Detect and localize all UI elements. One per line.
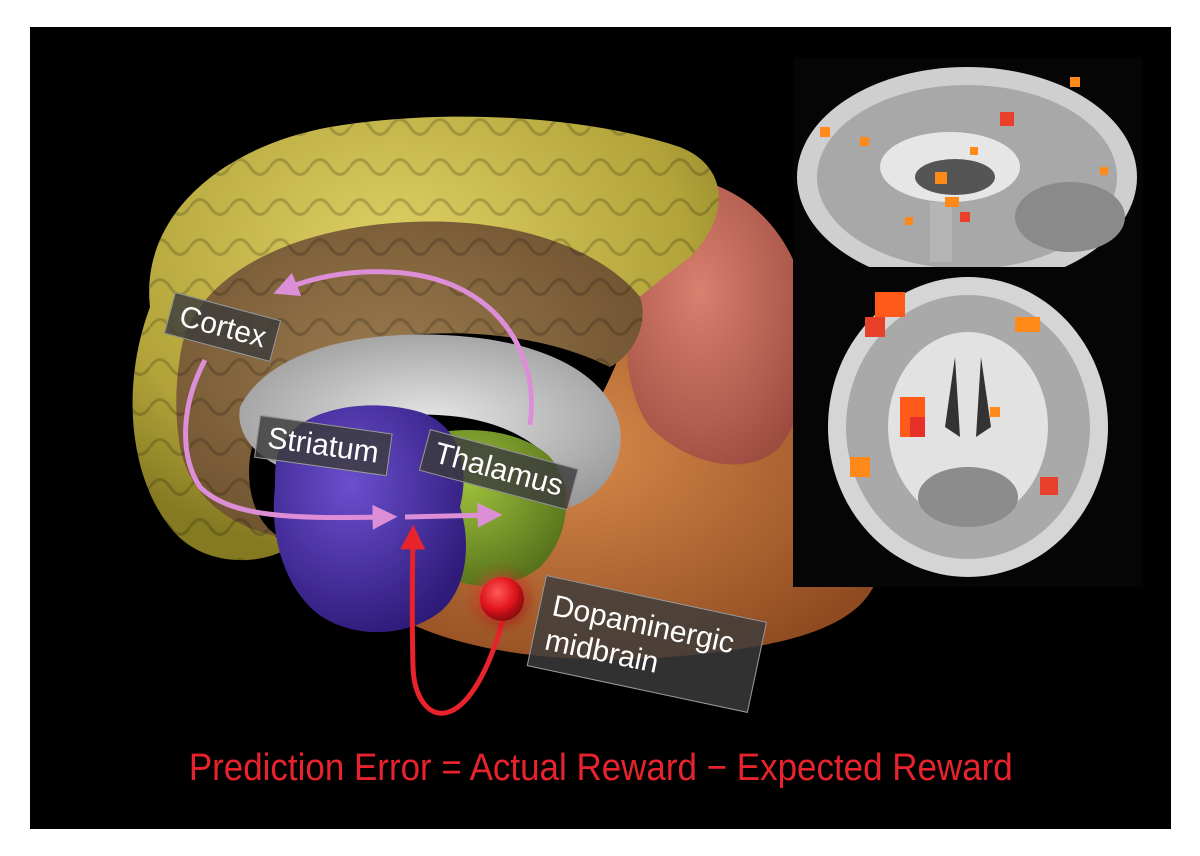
- arrow-cortex-to-striatum: [183, 358, 398, 530]
- brain-illustration: [132, 57, 1143, 716]
- mri-axial: [793, 267, 1143, 587]
- arrow-striatum-to-thalamus: [404, 502, 503, 528]
- red-dot-icon: [480, 577, 524, 621]
- equation-text: Prediction Error = Actual Reward − Expec…: [188, 747, 1013, 789]
- corpus-callosum: [239, 334, 621, 507]
- figure-panel: Cortex Striatum Thalamus Dopaminergic mi…: [30, 27, 1171, 829]
- arrow-dopamine-to-striatum: [400, 524, 508, 716]
- arrow-thalamus-to-cortex: [273, 269, 534, 426]
- prediction-error-equation: Prediction Error = Actual Reward − Expec…: [30, 747, 1171, 790]
- mri-sagittal: [793, 57, 1143, 297]
